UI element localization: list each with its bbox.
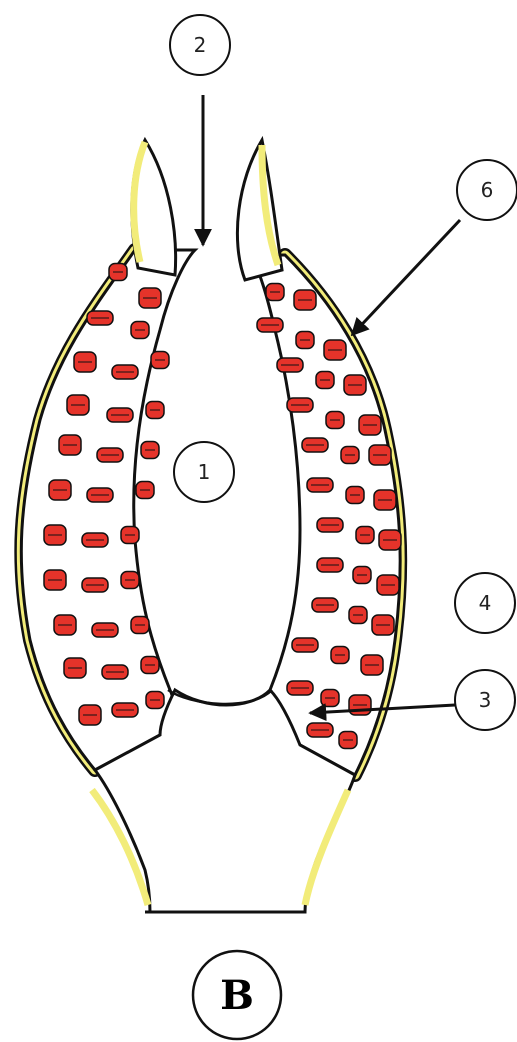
label-2-text: 2 [194,33,207,57]
label-3: 3 [455,670,515,730]
label-4: 4 [455,573,515,633]
figure-letter: B [193,951,281,1039]
label-1-text: 1 [198,460,211,484]
label-6: 6 [457,160,517,220]
label-1: 1 [174,442,234,502]
label-3-text: 3 [479,688,492,712]
label-2: 2 [170,15,230,75]
label-4-text: 4 [479,591,492,615]
label-6-text: 6 [481,178,494,202]
arrow-6 [352,220,460,335]
figure-letter-text: B [220,972,254,1019]
